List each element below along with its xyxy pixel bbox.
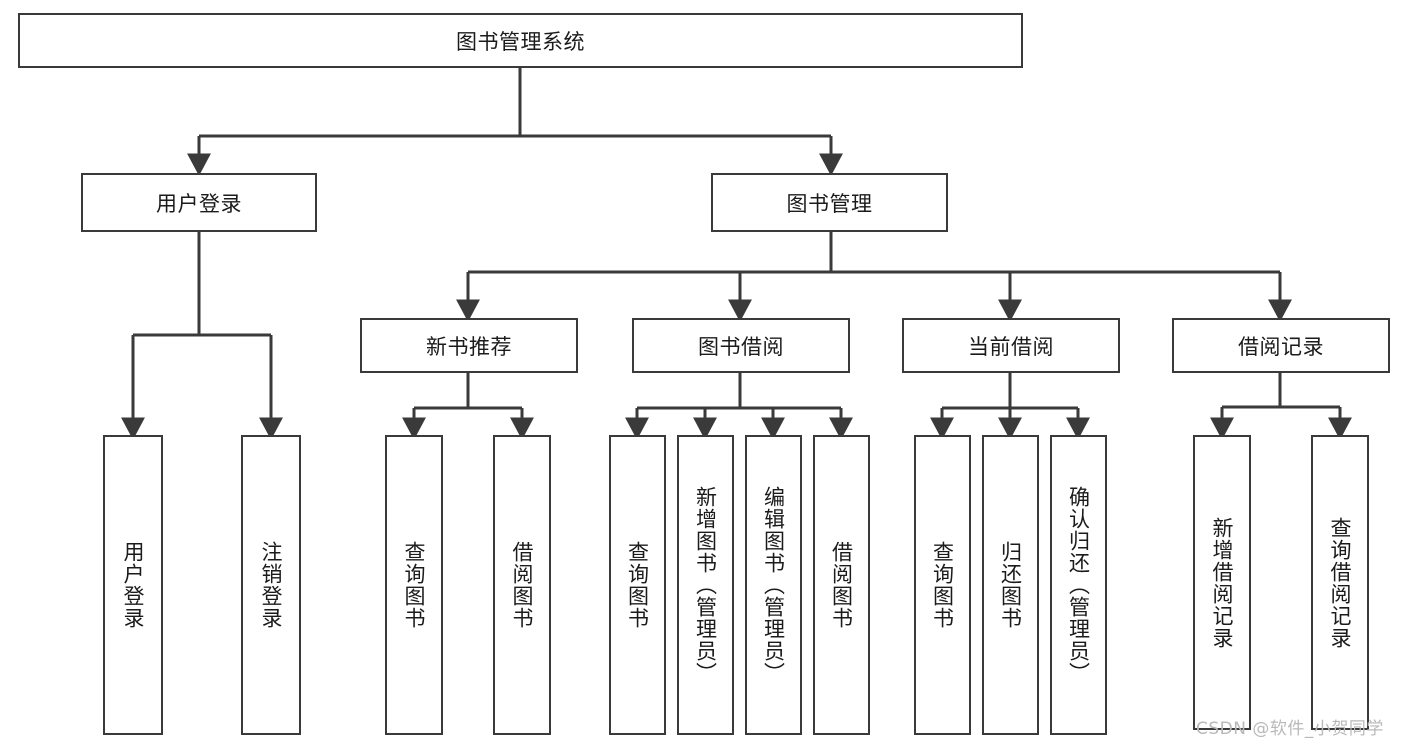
leaf-confirm-return-admin[interactable]: 确认归还（管理员） [1050,435,1107,735]
leaf-query-books-current[interactable]: 查询图书 [914,435,971,735]
node-label: 当前借阅 [968,334,1054,359]
node-label: 确认归还（管理员） [1066,486,1091,684]
leaf-query-books-borrow[interactable]: 查询图书 [609,435,666,735]
node-book-borrowing[interactable]: 图书借阅 [632,318,850,373]
node-current-borrowing[interactable]: 当前借阅 [902,318,1120,373]
node-label: 新书推荐 [426,334,512,359]
leaf-logout[interactable]: 注销登录 [241,435,301,735]
node-book-management[interactable]: 图书管理 [711,173,948,232]
node-label: 注销登录 [259,541,284,629]
node-label: 图书借阅 [698,334,784,359]
node-label: 借阅图书 [829,541,854,629]
leaf-edit-book-admin[interactable]: 编辑图书（管理员） [745,435,802,735]
node-label: 归还图书 [998,541,1023,629]
node-label: 用户登录 [156,191,242,216]
node-borrowing-records[interactable]: 借阅记录 [1172,318,1390,373]
node-label: 图书管理系统 [456,29,585,54]
leaf-add-book-admin[interactable]: 新增图书（管理员） [677,435,734,735]
node-label: 编辑图书（管理员） [761,486,786,684]
node-label: 图书管理 [786,191,873,216]
node-label: 借阅记录 [1238,334,1324,359]
leaf-borrow-books[interactable]: 借阅图书 [813,435,870,735]
csdn-watermark: CSDN @软件_小贺同学 [1196,719,1384,739]
leaf-query-books-new[interactable]: 查询图书 [385,435,443,735]
leaf-borrow-books-new[interactable]: 借阅图书 [493,435,551,735]
node-label: 查询图书 [930,541,955,629]
node-label: 查询借阅记录 [1328,516,1353,649]
node-root-book-management-system[interactable]: 图书管理系统 [18,13,1023,68]
node-label: 查询图书 [402,541,427,629]
node-new-book-recommendation[interactable]: 新书推荐 [360,318,578,373]
node-label: 用户登录 [121,541,146,629]
leaf-query-borrow-record[interactable]: 查询借阅记录 [1311,435,1369,730]
leaf-user-login[interactable]: 用户登录 [103,435,163,735]
node-label: 新增借阅记录 [1210,516,1235,649]
leaf-add-borrow-record[interactable]: 新增借阅记录 [1193,435,1251,730]
leaf-return-books[interactable]: 归还图书 [982,435,1039,735]
node-label: 新增图书（管理员） [693,486,718,684]
node-user-login[interactable]: 用户登录 [81,173,317,232]
node-label: 借阅图书 [510,541,535,629]
node-label: 查询图书 [625,541,650,629]
